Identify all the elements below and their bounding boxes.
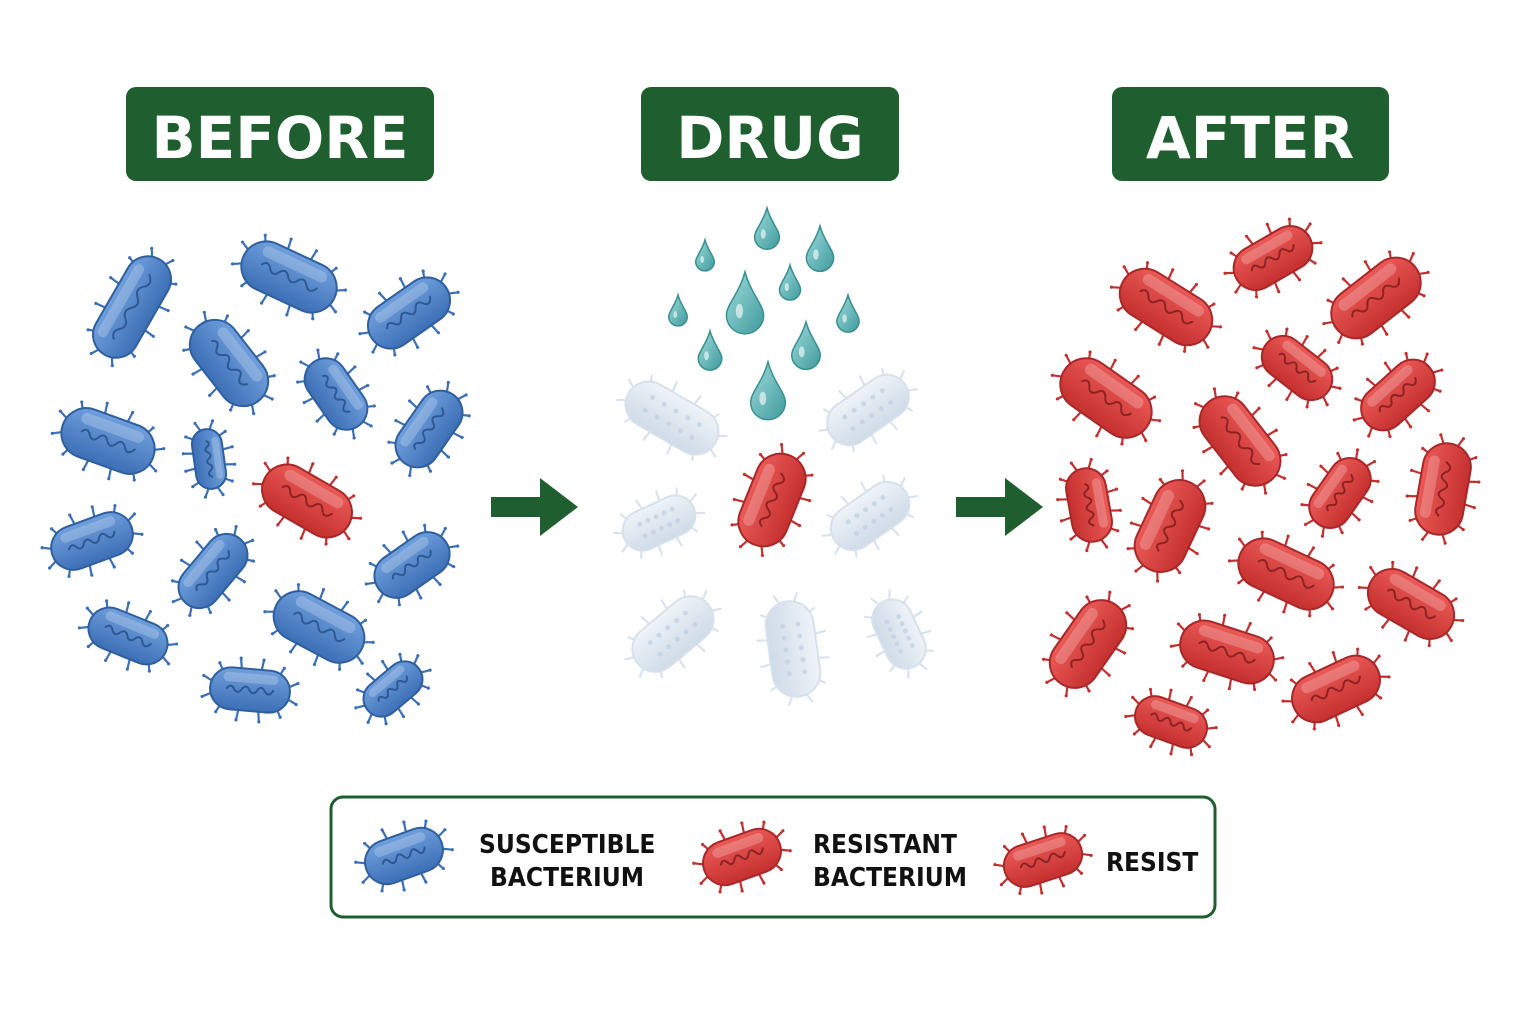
header-before: BEFORE	[126, 87, 434, 181]
resistant-bacterium-icon	[1300, 448, 1380, 538]
susceptible-bacterium-icon	[364, 523, 460, 607]
header-before-label: BEFORE	[151, 104, 408, 172]
drug-drop-icon	[694, 237, 716, 272]
resistant-bacterium-icon	[1050, 350, 1162, 446]
dead-bacterium-icon	[624, 589, 722, 679]
dead-bacterium-icon	[616, 374, 728, 462]
susceptible-bacterium-icon	[170, 524, 256, 618]
susceptible-bacterium-icon	[358, 269, 460, 357]
resistant-bacterium-icon	[730, 442, 814, 558]
resistant-bacterium-icon	[1056, 457, 1122, 553]
legend-resist: RESIST	[1106, 848, 1198, 878]
legend-susceptible-line1: SUSCEPTIBLE	[479, 830, 655, 860]
susceptible-bacterium-icon	[387, 380, 471, 478]
susceptible-bacterium-icon	[354, 652, 432, 726]
resistant-bacterium-icon	[1357, 560, 1465, 648]
legend-resistant-line1: RESISTANT	[813, 830, 957, 860]
resistant-bacterium-icon	[1109, 261, 1223, 353]
susceptible-bacterium-icon	[263, 583, 375, 671]
resistant-bacterium-icon	[692, 820, 792, 894]
drug-drop-icon	[753, 205, 781, 250]
header-drug: DRUG	[641, 87, 899, 181]
after-population	[1041, 217, 1481, 757]
resistant-bacterium-icon	[251, 456, 363, 546]
drug-drop-icon	[836, 292, 860, 333]
resistant-bacterium-icon	[1227, 530, 1345, 618]
header-drug-label: DRUG	[676, 104, 864, 172]
drug-drop-icon	[667, 292, 689, 327]
susceptible-bacterium-icon	[181, 419, 237, 499]
susceptible-bacterium-icon	[200, 656, 300, 724]
drug-treatment	[612, 205, 935, 707]
resistant-bacterium-icon	[993, 825, 1093, 895]
drug-drop-icon	[805, 223, 835, 273]
susceptible-bacterium-icon	[230, 233, 348, 321]
resistant-bacterium-icon	[1126, 469, 1214, 583]
legend-susceptible-line2: BACTERIUM	[490, 863, 644, 893]
resistant-bacterium-icon	[1169, 613, 1285, 691]
dead-bacterium-icon	[818, 367, 918, 453]
dead-bacterium-icon	[821, 474, 919, 558]
legend-resistant-line2: BACTERIUM	[813, 863, 967, 893]
arrow-right-icon	[956, 478, 1043, 536]
legend: SUSCEPTIBLE BACTERIUM RESISTANT BACTERIU…	[329, 795, 1217, 919]
before-population	[40, 233, 471, 726]
resistant-bacterium-icon	[1322, 250, 1430, 346]
resistant-bacterium-icon	[1223, 217, 1323, 299]
susceptible-bacterium-icon	[40, 504, 144, 578]
resistant-bacterium-icon	[1124, 687, 1218, 757]
susceptible-bacterium-icon	[354, 819, 454, 893]
susceptible-bacterium-icon	[182, 310, 276, 416]
resistant-bacterium-icon	[1281, 647, 1391, 731]
drug-drop-icon	[697, 328, 723, 371]
susceptible-bacterium-icon	[77, 599, 179, 673]
header-after: AFTER	[1112, 87, 1389, 181]
resistant-bacterium-icon	[1041, 590, 1135, 698]
drug-drop-icon	[725, 269, 765, 335]
dead-bacterium-icon	[756, 591, 830, 707]
resistant-bacterium-icon	[1192, 387, 1288, 495]
arrow-right-icon	[491, 478, 578, 536]
header-after-label: AFTER	[1146, 104, 1354, 172]
dead-bacterium-icon	[612, 487, 706, 559]
drug-drop-icon	[778, 262, 802, 301]
resistant-bacterium-icon	[1405, 433, 1481, 545]
susceptible-bacterium-icon	[86, 246, 178, 368]
resistant-bacterium-icon	[1352, 351, 1444, 439]
dead-bacterium-icon	[863, 589, 935, 679]
resistant-bacterium-icon	[1252, 327, 1342, 409]
drug-drop-icon	[749, 359, 787, 421]
susceptible-bacterium-icon	[296, 348, 376, 440]
susceptible-bacterium-icon	[50, 400, 166, 482]
drug-drop-icon	[790, 319, 822, 371]
